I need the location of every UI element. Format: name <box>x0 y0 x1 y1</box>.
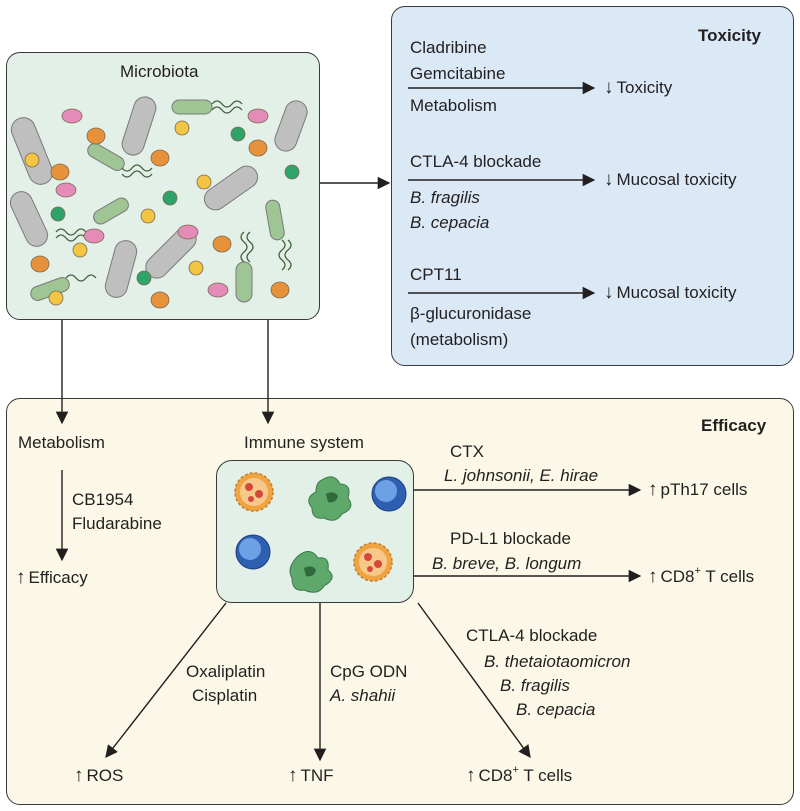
tox-mediator-glucuronidase: β-glucuronidase <box>410 304 532 323</box>
efficacy-metabolism-label: Metabolism <box>18 433 105 452</box>
bacillus-icon <box>104 240 138 298</box>
pdl1-drug: PD-L1 blockade <box>450 529 571 548</box>
coccus-icon <box>61 108 83 124</box>
tox-drug-cladribine: Cladribine <box>410 38 487 57</box>
ctla4-bacteria-fragilis: B. fragilis <box>500 676 570 695</box>
microbiota-title: Microbiota <box>120 62 199 81</box>
ctx-outcome: ↑pTh17 cells <box>648 479 748 500</box>
coccus-icon <box>174 120 190 136</box>
tox-bacteria-cepacia: B. cepacia <box>410 213 490 232</box>
efficacy-drug-cb1954: CB1954 <box>72 490 134 509</box>
ctla4-bacteria-cepacia: B. cepacia <box>516 700 596 719</box>
coccus-icon <box>207 282 229 298</box>
coccus-icon <box>50 206 66 222</box>
coccus-icon <box>48 290 64 306</box>
coccus-icon <box>150 149 170 167</box>
up-arrow-icon: ↑ <box>648 479 658 500</box>
coccus-icon <box>188 260 204 276</box>
lymphocyte-icon <box>235 534 271 570</box>
up-arrow-icon: ↑ <box>648 566 658 587</box>
ctx-drug: CTX <box>450 442 484 461</box>
coccus-icon <box>177 224 199 240</box>
coccus-icon <box>150 291 170 309</box>
coccus-icon <box>55 182 77 198</box>
arrow-immune-ros <box>105 602 227 758</box>
coccus-icon <box>212 235 232 253</box>
cisplatin-drug: Cisplatin <box>192 686 258 705</box>
coccus-icon <box>50 163 70 181</box>
oxaliplatin-drug: Oxaliplatin <box>186 662 266 681</box>
coccus-icon <box>247 108 269 124</box>
bacillus-icon <box>87 143 125 171</box>
coccus-icon <box>30 255 50 273</box>
tox-outcome-1: ↓Toxicity <box>604 77 673 98</box>
bacillus-icon <box>121 96 157 156</box>
toxicity-title: Toxicity <box>698 26 761 45</box>
bacillus-icon <box>235 261 253 303</box>
cpg-odn-drug: CpG ODN <box>330 662 408 681</box>
down-arrow-icon: ↓ <box>604 77 614 98</box>
neutrophil-icon <box>234 472 274 512</box>
bacillus-icon <box>93 197 129 225</box>
macrophage-icon <box>308 476 352 521</box>
arrow-immune-cd8 <box>417 602 531 759</box>
coccus-icon <box>72 242 88 258</box>
bacillus-icon <box>9 191 49 247</box>
efficacy-title: Efficacy <box>701 416 767 435</box>
coccus-icon <box>86 127 106 145</box>
tox-drug-cpt11: CPT11 <box>410 265 462 284</box>
down-arrow-icon: ↓ <box>604 169 614 190</box>
tox-mediator-metabolism: Metabolism <box>410 96 497 115</box>
neutrophil-icon <box>353 542 393 582</box>
coccus-icon <box>136 270 152 286</box>
coccus-icon <box>83 228 105 244</box>
tox-bacteria-fragilis: B. fragilis <box>410 188 480 207</box>
cd8-bottom-outcome: ↑CD8+ T cells <box>466 764 573 786</box>
immune-system-label: Immune system <box>244 433 364 452</box>
coccus-icon <box>162 190 178 206</box>
ctx-bacteria: L. johnsonii, E. hirae <box>444 466 599 485</box>
up-arrow-icon: ↑ <box>16 567 26 588</box>
coccus-icon <box>230 126 246 142</box>
lymphocyte-icon <box>371 476 407 512</box>
coccus-icon <box>284 164 300 180</box>
ctla4-efficacy-drug: CTLA-4 blockade <box>466 626 598 645</box>
efficacy-outcome-metabolism: ↑Efficacy <box>16 567 88 588</box>
coccus-icon <box>270 281 290 299</box>
tnf-outcome: ↑TNF <box>288 765 334 786</box>
coccus-icon <box>24 152 40 168</box>
coccus-icon <box>248 139 268 157</box>
coccus-icon <box>140 208 156 224</box>
efficacy-drug-fludarabine: Fludarabine <box>72 514 162 533</box>
ctla4-bacteria-thetaiotaomicron: B. thetaiotaomicron <box>484 652 631 671</box>
bacillus-icon <box>10 117 54 185</box>
bacillus-icon <box>265 199 285 241</box>
macrophage-icon <box>289 551 333 593</box>
up-arrow-icon: ↑ <box>74 765 84 786</box>
bacillus-icon <box>171 99 213 115</box>
cpg-bacteria: A. shahii <box>330 686 396 705</box>
tox-mediator-metabolism-paren: (metabolism) <box>410 330 509 349</box>
tox-drug-ctla4: CTLA-4 blockade <box>410 152 542 171</box>
up-arrow-icon: ↑ <box>466 765 476 786</box>
pdl1-outcome: ↑CD8+ T cells <box>648 565 755 587</box>
up-arrow-icon: ↑ <box>288 765 298 786</box>
down-arrow-icon: ↓ <box>604 282 614 303</box>
bacillus-icon <box>274 100 308 152</box>
tox-drug-gemcitabine: Gemcitabine <box>410 64 506 83</box>
coccus-icon <box>196 174 212 190</box>
bacillus-icon <box>203 165 259 211</box>
pdl1-bacteria: B. breve, B. longum <box>432 554 582 573</box>
tox-outcome-2: ↓Mucosal toxicity <box>604 169 737 190</box>
ros-outcome: ↑ROS <box>74 765 124 786</box>
tox-outcome-3: ↓Mucosal toxicity <box>604 282 737 303</box>
